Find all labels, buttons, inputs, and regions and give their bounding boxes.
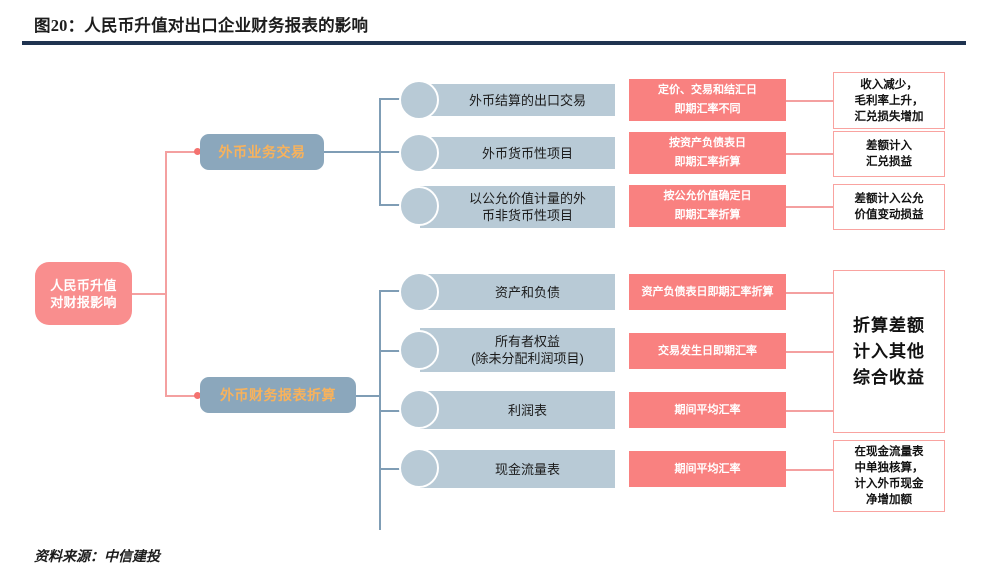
rule-to-outcome-line — [786, 410, 833, 412]
branch1-stem — [324, 151, 380, 153]
branch2-stem — [356, 395, 380, 397]
item-bullet-circle-icon — [399, 448, 439, 488]
branch2-connector-dot — [194, 392, 201, 399]
diagram-canvas: 人民币升值对财报影响 外币业务交易 外币结算的出口交易 定价、交易和结汇日即期汇… — [0, 48, 988, 538]
item-bullet-circle-icon — [399, 272, 439, 312]
outcome-box[interactable]: 差额计入公允价值变动损益 — [833, 184, 945, 230]
rule-to-outcome-line — [786, 469, 833, 471]
root-trunk-line — [132, 293, 166, 295]
root-to-branch2-line — [165, 395, 198, 397]
rule-to-outcome-line — [786, 351, 833, 353]
branch-node-financial-statement-translation[interactable]: 外币财务报表折算 — [200, 377, 356, 413]
outcome-box[interactable]: 收入减少，毛利率上升，汇兑损失增加 — [833, 72, 945, 129]
item-bar[interactable]: 资产和负债 — [420, 274, 615, 310]
root-to-branch1-line — [165, 151, 198, 153]
rule-box[interactable]: 定价、交易和结汇日即期汇率不同 — [629, 79, 786, 121]
item-bar[interactable]: 外币货币性项目 — [420, 137, 615, 169]
branch1-connector-dot — [194, 148, 201, 155]
root-node[interactable]: 人民币升值对财报影响 — [35, 262, 132, 325]
branch1-row1-line — [379, 98, 407, 100]
rule-to-outcome-line — [786, 292, 833, 294]
item-bar[interactable]: 外币结算的出口交易 — [420, 84, 615, 116]
item-bullet-circle-icon — [399, 80, 439, 120]
branch2-row2-line — [379, 350, 407, 352]
rule-box[interactable]: 期间平均汇率 — [629, 451, 786, 487]
item-bullet-circle-icon — [399, 133, 439, 173]
rule-box[interactable]: 按资产负债表日即期汇率折算 — [629, 132, 786, 174]
rule-box[interactable]: 资产负债表日即期汇率折算 — [629, 274, 786, 310]
item-bullet-circle-icon — [399, 389, 439, 429]
branch-node-foreign-currency-transactions[interactable]: 外币业务交易 — [200, 134, 324, 170]
source-note: 资料来源：中信建投 — [34, 550, 160, 565]
branch2-row4-line — [379, 468, 407, 470]
item-bullet-circle-icon — [399, 186, 439, 226]
title-divider — [22, 41, 966, 45]
outcome-box[interactable]: 折算差额计入其他综合收益 — [833, 270, 945, 433]
root-trunk-vertical — [165, 151, 167, 396]
branch1-row2-line — [379, 151, 407, 153]
rule-box[interactable]: 期间平均汇率 — [629, 392, 786, 428]
rule-to-outcome-line — [786, 100, 833, 102]
item-bar[interactable]: 所有者权益(除未分配利润项目) — [420, 328, 615, 372]
branch1-row3-line — [379, 204, 407, 206]
rule-to-outcome-line — [786, 153, 833, 155]
item-bullet-circle-icon — [399, 330, 439, 370]
item-bar[interactable]: 利润表 — [420, 391, 615, 429]
rule-box[interactable]: 交易发生日即期汇率 — [629, 333, 786, 369]
item-bar[interactable]: 以公允价值计量的外币非货币性项目 — [420, 186, 615, 228]
rule-box[interactable]: 按公允价值确定日即期汇率折算 — [629, 185, 786, 227]
branch2-row1-line — [379, 290, 407, 292]
page-title: 图20：人民币升值对出口企业财务报表的影响 — [34, 16, 369, 35]
outcome-box[interactable]: 差额计入汇兑损益 — [833, 131, 945, 177]
item-bar[interactable]: 现金流量表 — [420, 450, 615, 488]
branch2-row3-line — [379, 410, 407, 412]
outcome-box[interactable]: 在现金流量表中单独核算，计入外币现金净增加额 — [833, 440, 945, 512]
rule-to-outcome-line — [786, 206, 833, 208]
figure-header: 图20：人民币升值对出口企业财务报表的影响 — [0, 0, 988, 48]
